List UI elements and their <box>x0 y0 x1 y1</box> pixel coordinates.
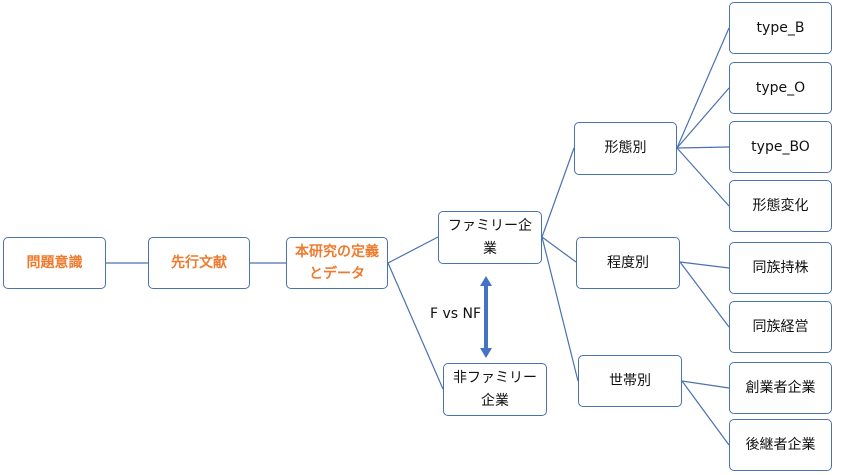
node-type-bo: type_BO <box>729 121 832 173</box>
node-kokeisha-kigyo: 後継者企業 <box>729 419 832 471</box>
node-label-line1: ファミリー企 <box>448 218 532 235</box>
node-label: type_BO <box>751 138 810 155</box>
node-label: 形態変化 <box>752 197 809 214</box>
node-label: 同族持株 <box>752 259 809 276</box>
edge-family-teido <box>541 236 577 263</box>
edge-teido-keiei <box>679 261 730 328</box>
edge-teigi-nonfamily <box>387 262 444 390</box>
node-dozoku-keiei: 同族経営 <box>729 301 832 353</box>
node-label: 同族経営 <box>752 318 809 335</box>
node-type-o: type_O <box>729 62 832 114</box>
node-label: 程度別 <box>607 254 649 271</box>
node-label-line2: 業 <box>483 240 497 257</box>
edge-setai-sogyosha <box>681 380 730 389</box>
node-label: 世帯別 <box>609 372 651 389</box>
node-label-line1: 非ファミリー <box>453 370 537 387</box>
node-family-kigyo: ファミリー企 業 <box>438 211 542 264</box>
node-setai-betsu: 世帯別 <box>578 355 682 407</box>
node-sogyosha-kigyo: 創業者企業 <box>729 362 832 414</box>
node-type-b: type_B <box>729 2 832 54</box>
edge-teigi-family <box>387 236 439 264</box>
edge-keitai-typebo <box>676 146 730 149</box>
node-label: 後継者企業 <box>745 436 816 453</box>
node-teigi-data: 本研究の定義 とデータ <box>286 237 388 289</box>
edge-setai-kokeisha <box>681 380 730 446</box>
node-label-line2: 企業 <box>481 392 509 409</box>
node-keitai-betsu: 形態別 <box>574 122 677 175</box>
node-label: 問題意識 <box>26 254 83 271</box>
comparison-label: F vs NF <box>430 306 482 322</box>
node-mondai-ishiki: 問題意識 <box>3 237 106 289</box>
node-label: 先行文献 <box>171 254 227 271</box>
double-arrow <box>480 276 492 358</box>
node-senko-bunken: 先行文献 <box>148 237 250 289</box>
node-label: 創業者企業 <box>745 379 816 396</box>
node-teido-betsu: 程度別 <box>576 237 680 289</box>
node-nonfamily-kigyo: 非ファミリー 企業 <box>443 363 547 416</box>
node-label: 形態別 <box>604 140 647 157</box>
edge-keitai-typeo <box>676 87 730 149</box>
node-label-line1: 本研究の定義 <box>295 243 379 260</box>
edge-teido-jikabu <box>679 261 730 269</box>
node-keitai-henka: 形態変化 <box>729 180 832 232</box>
node-label: type_B <box>756 19 805 36</box>
node-dozoku-jikabu: 同族持株 <box>729 242 832 294</box>
edge-keitai-typeb <box>676 27 730 149</box>
edge-family-setai <box>541 236 579 382</box>
node-label: type_O <box>755 79 806 96</box>
edge-keitai-henka <box>676 147 730 207</box>
node-label-line2: とデータ <box>309 266 365 282</box>
edge-family-keitai <box>541 147 575 238</box>
